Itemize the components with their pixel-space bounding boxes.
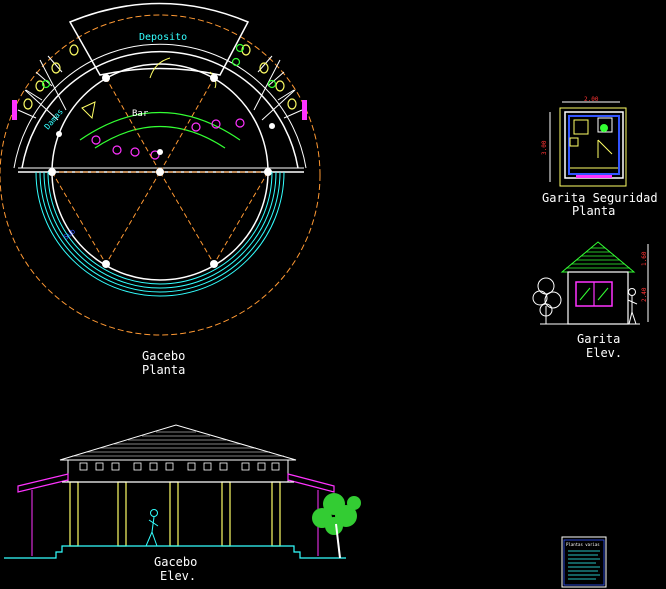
person-icon bbox=[627, 288, 638, 325]
guardhouse-plan-subtitle: Planta bbox=[572, 204, 615, 218]
radial-axes bbox=[51, 77, 269, 265]
person-icon bbox=[145, 509, 159, 547]
guardhouse-elev-title: Garita bbox=[577, 332, 620, 346]
depth-dim: 3.00 bbox=[541, 140, 548, 155]
tree-icon bbox=[532, 277, 562, 324]
service-ring-outer-2 bbox=[13, 43, 307, 169]
wall-dim: 2.40 bbox=[641, 287, 648, 302]
deposit-room bbox=[68, 2, 250, 76]
roof-dim: 1.60 bbox=[641, 251, 648, 266]
bar-counter-inner bbox=[94, 126, 226, 149]
step-4 bbox=[35, 171, 285, 297]
width-dim: 2.00 bbox=[584, 96, 599, 103]
guardhouse-plan-title: Garita Seguridad bbox=[542, 191, 658, 205]
outer-boundary-circle bbox=[0, 14, 321, 336]
title-block-heading: Plantas varias bbox=[566, 542, 600, 547]
gazebo-plan-subtitle: Planta bbox=[142, 363, 185, 377]
gazebo-elev-title: Gacebo bbox=[154, 555, 197, 569]
gazebo-roof-tiles bbox=[72, 431, 284, 457]
column-markers bbox=[48, 74, 275, 268]
guardhouse-elev-subtitle: Elev. bbox=[586, 346, 622, 360]
guardhouse-inner bbox=[568, 115, 620, 175]
window-strip bbox=[576, 175, 612, 178]
desk bbox=[573, 119, 589, 135]
toilet-stall bbox=[597, 117, 613, 133]
guardhouse-plan: 2.00 3.00 Garita Seguridad Planta bbox=[541, 96, 658, 218]
washbasin-icon bbox=[41, 43, 277, 89]
left-wing-roof bbox=[17, 473, 69, 493]
title-block-frame bbox=[561, 536, 607, 588]
gazebo-elev-subtitle: Elev. bbox=[160, 569, 196, 583]
wall-left-1 bbox=[39, 59, 67, 111]
bar-door-left bbox=[81, 101, 96, 120]
step-1 bbox=[39, 171, 281, 293]
deposit-door bbox=[149, 57, 171, 79]
wall-right-1 bbox=[253, 59, 281, 111]
right-wing-roof bbox=[287, 473, 335, 493]
base-steps bbox=[4, 545, 346, 559]
wall-right-2 bbox=[261, 89, 296, 121]
window-glare-right bbox=[597, 287, 609, 301]
magenta-fixtures bbox=[12, 100, 307, 120]
bar-label: Bar bbox=[132, 109, 149, 119]
site-boundary bbox=[559, 107, 627, 187]
guardhouse-door bbox=[597, 139, 613, 158]
clerestory-windows bbox=[79, 462, 280, 471]
gazebo-plan: Deposito bbox=[0, 2, 321, 377]
window-glare-left bbox=[579, 287, 591, 301]
tree-icon bbox=[312, 493, 361, 559]
wall-left-2 bbox=[24, 89, 59, 121]
gazebo-plan-title: Gacebo bbox=[142, 349, 185, 363]
bar-counter-outer bbox=[79, 111, 241, 141]
title-block-lines bbox=[568, 550, 600, 580]
gazebo-elevation: Gacebo Elev. bbox=[4, 424, 361, 583]
title-block: Plantas varias bbox=[561, 536, 607, 588]
roof-tiles bbox=[566, 247, 630, 269]
deposit-label: Deposito bbox=[139, 32, 187, 43]
step-3 bbox=[47, 171, 273, 285]
title-block-inner bbox=[563, 539, 605, 586]
toilet-icon bbox=[23, 44, 297, 110]
guardhouse-elevation: 1.60 2.40 Garita Elev. bbox=[532, 241, 649, 360]
service-ring-outer bbox=[21, 50, 299, 169]
bar-stool-icon bbox=[91, 118, 245, 160]
toilet-icon bbox=[600, 124, 608, 132]
step-2 bbox=[43, 171, 277, 289]
chair bbox=[569, 137, 579, 147]
